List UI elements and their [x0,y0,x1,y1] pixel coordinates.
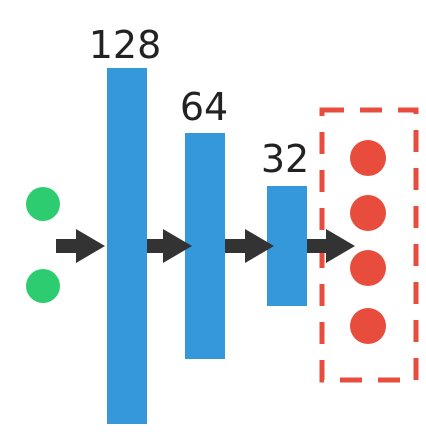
input-node [26,269,60,303]
arrow-32-to-output [307,229,355,263]
output-dashed-box [319,107,419,383]
arrow-64-to-32 [225,229,274,263]
layer-bar-128 [107,68,147,424]
output-node [350,308,386,344]
output-node [350,140,386,176]
output-node [350,195,386,231]
input-node [26,187,60,221]
layer-label-32: 32 [261,137,309,181]
arrow-input-to-128 [56,229,105,263]
output-node [350,250,386,286]
layer-label-64: 64 [180,85,228,129]
layer-label-128: 128 [89,23,162,67]
arrow-128-to-64 [147,229,192,263]
